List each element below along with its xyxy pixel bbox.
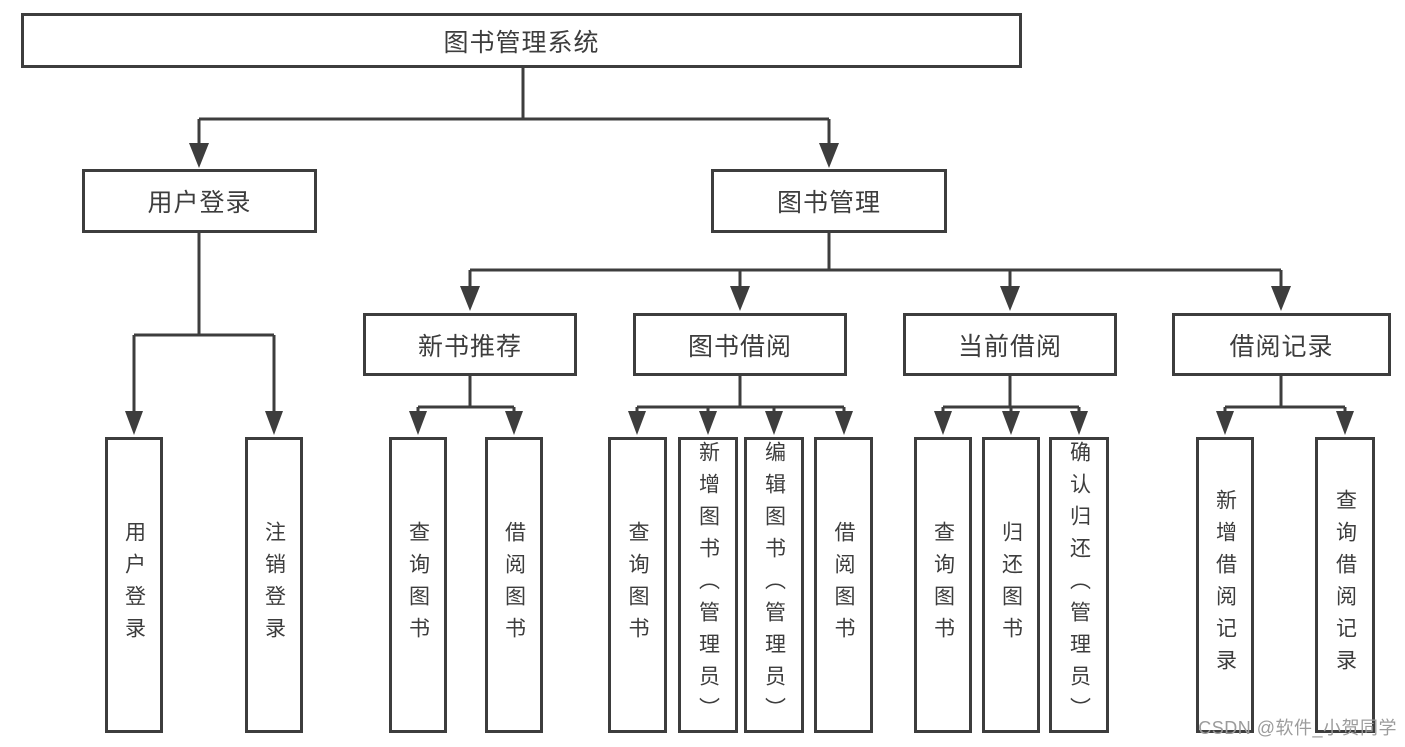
node-book-borrow: 图书借阅 [633,313,847,376]
leaf-current-return-books-label: 归还图书 [999,521,1023,649]
node-current-borrow-label: 当前借阅 [957,332,1062,361]
leaf-borrow-borrow-books-label: 借阅图书 [832,521,855,649]
node-current-borrow: 当前借阅 [903,313,1117,376]
node-new-book-recommend: 新书推荐 [363,313,577,376]
leaf-user-login: 用户登录 [105,437,163,733]
node-root-label: 图书管理系统 [443,28,600,57]
arrowhead [1002,411,1020,435]
leaf-borrow-add-books-admin: 新增图书（管理员） [678,437,738,733]
node-book-management-label: 图书管理 [776,189,881,217]
leaf-logout-label: 注销登录 [262,521,286,649]
arrowhead [505,411,523,435]
leaf-current-return-books: 归还图书 [982,437,1040,733]
leaf-current-confirm-return-admin-label: 确认归还（管理员） [1067,441,1091,729]
arrowhead [730,286,750,311]
csdn-watermark: CSDN @软件_小贺同学 [1198,718,1397,738]
leaf-current-query-books: 查询图书 [914,437,972,733]
arrowhead [699,411,717,435]
leaf-records-add-record-label: 新增借阅记录 [1213,489,1237,681]
arrowhead [1271,286,1291,311]
arrowhead [765,411,783,435]
arrowhead [934,411,952,435]
leaf-newbooks-borrow-books: 借阅图书 [485,437,543,733]
leaf-borrow-edit-books-admin-label: 编辑图书（管理员） [762,441,786,729]
arrowhead [819,143,839,168]
node-book-management: 图书管理 [711,169,947,233]
leaf-borrow-query-books-label: 查询图书 [626,521,649,649]
arrowhead [628,411,646,435]
arrowhead [1070,411,1088,435]
arrowhead [265,411,283,435]
node-root-system: 图书管理系统 [21,13,1022,68]
arrowhead [460,286,480,311]
leaf-newbooks-query-books: 查询图书 [389,437,447,733]
leaf-logout: 注销登录 [245,437,303,733]
leaf-records-query-record-label: 查询借阅记录 [1333,489,1357,681]
node-new-book-recommend-label: 新书推荐 [417,332,522,361]
leaf-records-add-record: 新增借阅记录 [1196,437,1254,733]
leaf-borrow-query-books: 查询图书 [608,437,667,733]
arrowhead [189,143,209,168]
node-user-login-label: 用户登录 [147,189,252,217]
leaf-borrow-borrow-books: 借阅图书 [814,437,873,733]
leaf-borrow-edit-books-admin: 编辑图书（管理员） [744,437,804,733]
leaf-borrow-add-books-admin-label: 新增图书（管理员） [696,441,720,729]
node-book-borrow-label: 图书借阅 [687,332,792,361]
leaf-user-login-label: 用户登录 [122,521,146,649]
leaf-current-query-books-label: 查询图书 [931,521,955,649]
arrowhead [1216,411,1234,435]
leaf-current-confirm-return-admin: 确认归还（管理员） [1049,437,1109,733]
node-borrow-records-label: 借阅记录 [1229,332,1334,361]
arrowhead [1000,286,1020,311]
arrowhead [125,411,143,435]
leaf-records-query-record: 查询借阅记录 [1315,437,1375,733]
node-borrow-records: 借阅记录 [1172,313,1391,376]
arrowhead [835,411,853,435]
node-user-login: 用户登录 [82,169,317,233]
leaf-newbooks-borrow-books-label: 借阅图书 [502,521,526,649]
arrowhead [1336,411,1354,435]
arrowhead [409,411,427,435]
leaf-newbooks-query-books-label: 查询图书 [406,521,430,649]
